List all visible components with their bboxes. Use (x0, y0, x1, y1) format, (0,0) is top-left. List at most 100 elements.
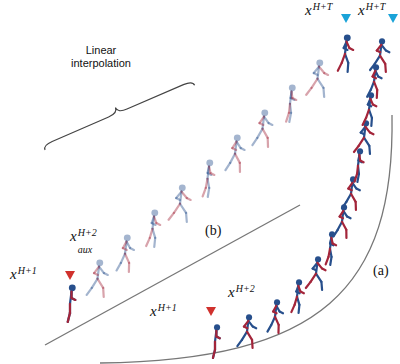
end-marker (341, 14, 351, 23)
limb (237, 340, 242, 346)
pose-figures (68, 34, 390, 358)
limb (359, 138, 364, 146)
limb (328, 249, 330, 257)
limb (306, 282, 311, 288)
limb (375, 56, 380, 64)
baseline-a (100, 115, 392, 363)
curly-bracket (41, 75, 195, 150)
head (246, 314, 252, 320)
limb (206, 179, 208, 188)
limb (378, 77, 381, 79)
limb (216, 337, 219, 339)
limb (342, 222, 346, 230)
head (214, 324, 220, 330)
math-symbol: H+2 (78, 228, 97, 239)
limb (292, 98, 296, 100)
limb (338, 222, 342, 230)
limb (123, 248, 127, 250)
head (124, 234, 131, 241)
limb (125, 254, 129, 263)
limb (230, 154, 235, 163)
limb (94, 273, 98, 275)
limb (87, 288, 92, 295)
limb (320, 282, 323, 290)
limb (300, 292, 303, 294)
head (316, 59, 323, 66)
limb (267, 325, 271, 332)
limb (373, 77, 376, 79)
limb (322, 269, 325, 271)
limb (354, 146, 359, 152)
head (315, 256, 321, 262)
math-symbol: H+T (366, 2, 386, 13)
limb (117, 263, 121, 271)
limb (128, 263, 130, 272)
head (179, 184, 186, 191)
limb (72, 298, 76, 300)
limb (367, 90, 371, 97)
head (206, 159, 213, 166)
math-symbol: x (305, 2, 312, 18)
head (289, 84, 296, 91)
limb (357, 166, 360, 174)
limb (257, 129, 262, 138)
label-group: xH+T (358, 2, 385, 18)
limb (180, 204, 186, 213)
limb (338, 63, 342, 71)
limb (203, 188, 206, 196)
limb (380, 56, 385, 64)
panel-label: (a) (373, 263, 389, 278)
limb (370, 133, 373, 135)
script-stack: H+T (366, 2, 386, 13)
limb (355, 174, 358, 182)
limb (348, 189, 351, 191)
limb (104, 273, 108, 275)
limb (69, 304, 71, 313)
math-symbol: H+2 (236, 284, 255, 295)
limb (280, 312, 283, 314)
math-symbol: H+1 (18, 266, 37, 277)
limb (214, 342, 216, 350)
limb (213, 350, 215, 358)
script-stack: H+T (313, 2, 333, 13)
limb (312, 79, 318, 88)
limb (342, 54, 345, 63)
limb (289, 104, 290, 113)
head (96, 259, 103, 266)
limb (242, 332, 247, 340)
limb (318, 67, 320, 79)
head (379, 38, 385, 44)
annotation: Linear interpolation (62, 44, 140, 70)
limb (130, 248, 134, 250)
label-group: xH+1 (10, 266, 37, 282)
limb (185, 213, 188, 222)
limb (68, 313, 70, 322)
limb (370, 64, 375, 70)
limb (253, 327, 256, 329)
limb (346, 194, 351, 202)
end-marker (388, 14, 398, 23)
limb (319, 67, 324, 73)
label-group: xH+1 (150, 303, 177, 319)
limb (374, 82, 377, 90)
limb (259, 123, 263, 125)
limb (356, 189, 359, 191)
head (69, 284, 76, 291)
script-stack: H+1 (18, 266, 37, 277)
limb (386, 51, 389, 53)
limb (368, 146, 371, 154)
limb (333, 230, 337, 237)
limb (297, 305, 300, 313)
limb (347, 217, 350, 219)
limb (123, 242, 127, 248)
limb (311, 274, 316, 282)
limb (216, 337, 219, 339)
limb (376, 90, 379, 98)
limb (330, 257, 331, 265)
limb (121, 254, 125, 263)
limb (232, 148, 236, 150)
label-group: xH+2aux (70, 228, 97, 255)
head (296, 279, 302, 285)
limb (174, 204, 180, 213)
limb (69, 304, 71, 313)
